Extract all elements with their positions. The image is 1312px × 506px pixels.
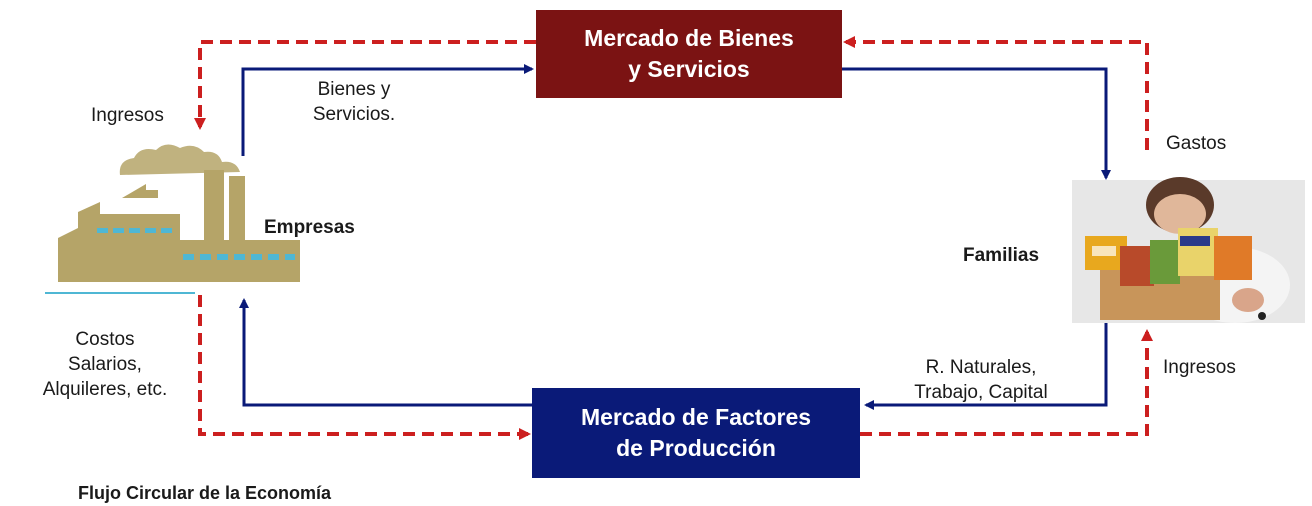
money-arrow-to-bienes-market	[843, 36, 1149, 150]
mercado-factores-box: Mercado de Factores de Producción	[532, 388, 860, 478]
factors-arrow-to-factores-market	[864, 320, 1108, 410]
factory-icon	[45, 144, 300, 294]
factory-smoke	[119, 144, 240, 175]
ingresos-right-label: Ingresos	[1163, 357, 1236, 378]
grocery-item-2	[1120, 246, 1154, 286]
factory-roof	[122, 184, 158, 198]
ingresos-left-label: Ingresos	[91, 105, 164, 126]
money-arrow-to-factores-market	[198, 295, 531, 440]
factory-chimney	[204, 170, 224, 240]
costos-label: Costos Salarios, Alquileres, etc.	[42, 329, 168, 400]
diagram-caption: Flujo Circular de la Economía	[78, 483, 332, 503]
person-hand	[1232, 288, 1264, 312]
grocery-item-3	[1150, 240, 1180, 284]
bienes-servicios-label: Bienes y Servicios.	[312, 79, 396, 125]
familias-label: Familias	[963, 245, 1040, 266]
grocery-item-4	[1178, 228, 1218, 276]
factores-recursos-label: R. Naturales, Trabajo, Capital	[914, 357, 1048, 403]
familias-photo	[1072, 177, 1305, 323]
gastos-label: Gastos	[1166, 133, 1227, 154]
money-flow	[194, 36, 1153, 440]
goods-arrow-to-familias	[842, 67, 1111, 180]
factory-windows	[97, 228, 295, 260]
factory-building	[58, 202, 300, 282]
goods-arrow-to-bienes-market	[241, 64, 534, 156]
mercado-bienes-box: Mercado de Bienes y Servicios	[536, 10, 842, 98]
factory-chimney-2	[229, 176, 245, 240]
money-arrow-to-familias	[860, 329, 1153, 436]
real-flow	[239, 64, 1111, 410]
factors-arrow-to-empresas	[239, 298, 532, 407]
empresas-label: Empresas	[264, 217, 355, 238]
grocery-item-5	[1214, 236, 1252, 280]
